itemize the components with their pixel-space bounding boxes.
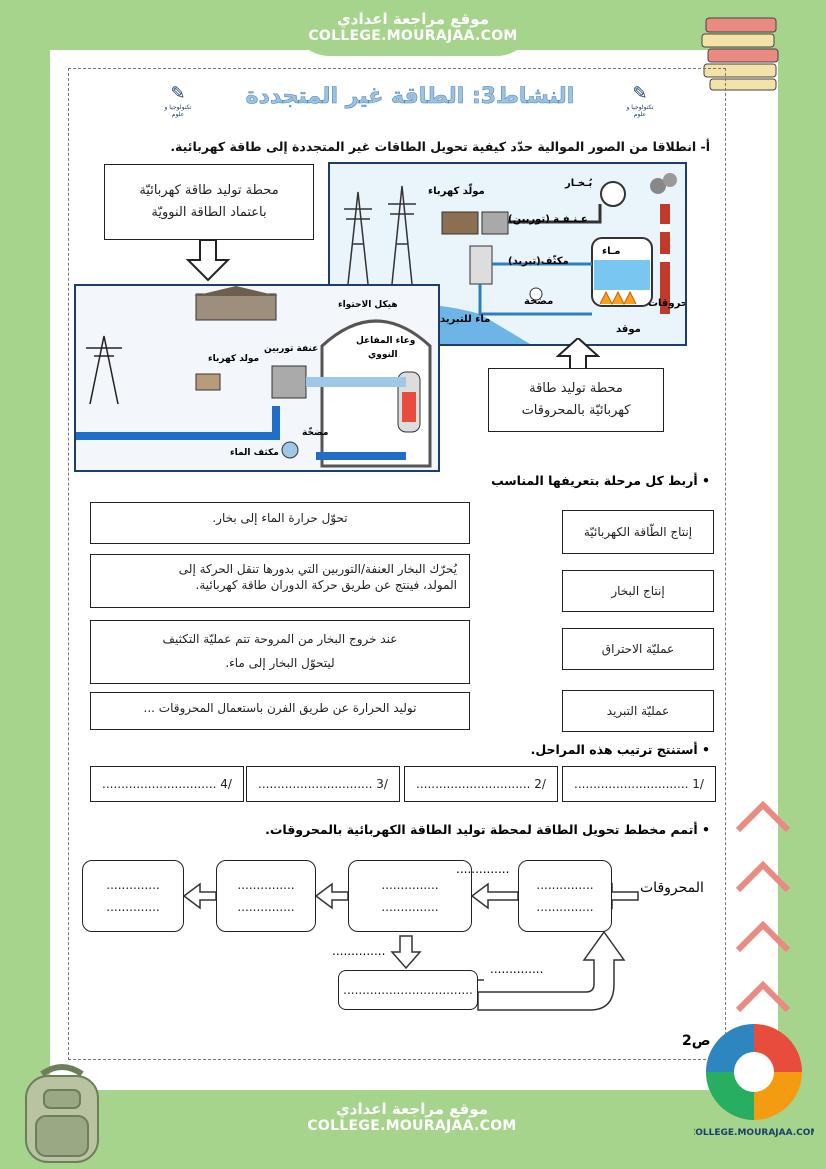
nuclear-plant-diagram: هيكل الاحتواء وعاء المفاعل النووي عنفة ت… — [74, 284, 440, 472]
stage-box-4[interactable]: عمليّة التبريد — [562, 690, 714, 732]
flow-box-3[interactable]: .............................. — [216, 860, 316, 932]
definition-box-4: توليد الحرارة عن طريق الفرن باستعمال الم… — [90, 692, 470, 730]
flow-box-2[interactable]: .............................. — [348, 860, 472, 932]
page-title: النشاط3: الطاقة غير المتجددة — [245, 84, 575, 110]
down-arrow-icon — [185, 239, 231, 282]
bottom-banner: موقع مراجعة اعدادي COLLEGE.MOURAJAA.COM — [276, 1090, 548, 1150]
flow-box-1[interactable]: .............................. — [518, 860, 612, 932]
order-slot-4[interactable]: /4 .............................. — [90, 766, 244, 802]
flow-start-label: المحروقات — [640, 880, 704, 896]
stage-box-3[interactable]: عمليّة الاحتراق — [562, 628, 714, 670]
page-number: ص2 — [682, 1033, 711, 1049]
stage-box-1[interactable]: إنتاج الطّاقة الكهربائيّة — [562, 510, 714, 554]
content-frame — [68, 68, 726, 1060]
rocket-icon: ✎ — [632, 83, 648, 104]
instruction-order: • أستنتج ترتيب هذه المراحل. — [530, 742, 710, 757]
logo-left: ✎ تكنولوجيا و علوم — [158, 83, 198, 119]
up-arrow-icon — [555, 336, 601, 371]
instruction-a: أ- انطلاقا من الصور الموالية حدّد كيفية … — [170, 139, 710, 154]
order-slot-1[interactable]: /1 .............................. — [562, 766, 716, 802]
subjects-logo: COLLEGE.MOURAJAA.COM — [689, 1020, 819, 1140]
flow-box-5[interactable]: .................................. — [338, 970, 478, 1010]
chevron-decoration — [735, 800, 791, 1013]
site-name-bottom: موقع مراجعة اعدادي — [336, 1100, 488, 1118]
site-url-bottom[interactable]: COLLEGE.MOURAJAA.COM — [307, 1118, 517, 1134]
books-illustration — [700, 12, 782, 92]
nuclear-callout: محطة توليد طاقة كهربائيّة باعتماد الطاقة… — [104, 164, 314, 240]
logo-right: ✎ تكنولوجيا و علوم — [620, 83, 660, 119]
fuel-plant-diagram: بُـخـار مولّد كهرباء عـنـفـة (توربين) مـ… — [328, 162, 687, 346]
order-slot-3[interactable]: /3 .............................. — [246, 766, 400, 802]
instruction-diagram: • أتمم مخطط تحويل الطاقة لمحطة توليد الط… — [265, 822, 710, 837]
order-slot-2[interactable]: /2 .............................. — [404, 766, 558, 802]
definition-box-3: عند خروج البخار من المروحة تتم عمليّة ال… — [90, 620, 470, 684]
site-name: موقع مراجعة اعدادي — [337, 10, 489, 28]
flow-label-top[interactable]: .............. — [456, 862, 510, 876]
flow-box-4[interactable]: ............................ — [82, 860, 184, 932]
top-banner: موقع مراجعة اعدادي COLLEGE.MOURAJAA.COM — [290, 0, 536, 56]
site-url[interactable]: COLLEGE.MOURAJAA.COM — [308, 28, 518, 44]
stage-box-2[interactable]: إنتاج البخار — [562, 570, 714, 612]
definition-box-1: تحوّل حرارة الماء إلى بخار. — [90, 502, 470, 544]
svg-text:COLLEGE.MOURAJAA.COM: COLLEGE.MOURAJAA.COM — [694, 1128, 814, 1138]
backpack-illustration — [12, 1060, 112, 1165]
flow-label-mid[interactable]: .............. — [332, 944, 386, 958]
fuel-callout: محطة توليد طاقة كهربائيّة بالمحروقات — [488, 368, 664, 432]
rocket-icon: ✎ — [170, 83, 186, 104]
instruction-link: • أربط كل مرحلة بتعريفها المناسب — [491, 473, 710, 488]
flow-label-bottom[interactable]: .............. — [490, 962, 544, 976]
definition-box-2: يُحرّك البخار العنفة/التوربين التي بدوره… — [90, 554, 470, 608]
